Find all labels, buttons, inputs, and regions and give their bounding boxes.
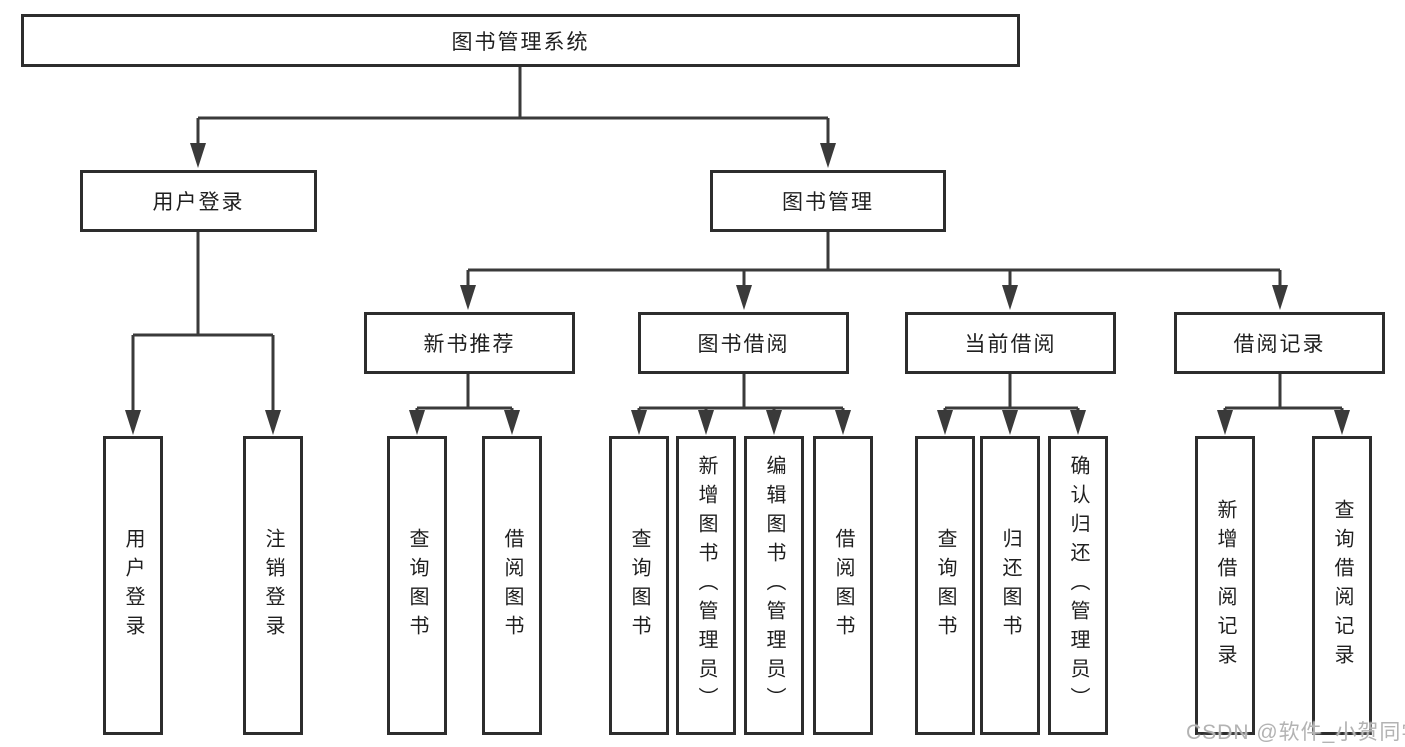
leaf-confirm-return-admin-label: 确认归还（管理员） bbox=[1067, 455, 1089, 716]
leaf-add-books-admin-label: 新增图书（管理员） bbox=[695, 455, 717, 716]
leaf-query-books-current-label: 查询图书 bbox=[934, 527, 956, 644]
leaf-logout-label: 注销登录 bbox=[262, 527, 284, 644]
leaf-confirm-return-admin: 确认归还（管理员） bbox=[1048, 436, 1108, 735]
arrowhead-down-icons bbox=[125, 143, 1350, 435]
leaf-borrow-books-label: 借阅图书 bbox=[832, 527, 854, 644]
leaf-edit-books-admin: 编辑图书（管理员） bbox=[744, 436, 804, 735]
node-library-system: 图书管理系统 bbox=[21, 14, 1020, 67]
leaf-add-books-admin: 新增图书（管理员） bbox=[676, 436, 736, 735]
node-new-book-recommend-label: 新书推荐 bbox=[423, 333, 516, 356]
leaf-query-books-recommend-label: 查询图书 bbox=[406, 527, 428, 644]
leaf-add-borrow-record: 新增借阅记录 bbox=[1195, 436, 1255, 735]
node-borrow-records-label: 借阅记录 bbox=[1233, 333, 1326, 356]
leaf-user-login: 用户登录 bbox=[103, 436, 163, 735]
node-book-management: 图书管理 bbox=[710, 170, 946, 232]
node-current-borrow-label: 当前借阅 bbox=[964, 333, 1057, 356]
node-library-system-label: 图书管理系统 bbox=[451, 30, 590, 54]
node-borrow-records: 借阅记录 bbox=[1174, 312, 1385, 374]
leaf-query-books-recommend: 查询图书 bbox=[387, 436, 447, 735]
node-current-borrow: 当前借阅 bbox=[905, 312, 1116, 374]
node-user-login: 用户登录 bbox=[80, 170, 317, 232]
leaf-borrow-books-recommend: 借阅图书 bbox=[482, 436, 542, 735]
leaf-return-books-label: 归还图书 bbox=[999, 527, 1021, 644]
leaf-query-books-current: 查询图书 bbox=[915, 436, 975, 735]
leaf-add-borrow-record-label: 新增借阅记录 bbox=[1214, 498, 1236, 673]
leaf-borrow-books-recommend-label: 借阅图书 bbox=[501, 527, 523, 644]
node-book-management-label: 图书管理 bbox=[782, 191, 874, 214]
leaf-query-borrow-record: 查询借阅记录 bbox=[1312, 436, 1372, 735]
node-book-borrow-label: 图书借阅 bbox=[697, 333, 790, 356]
node-new-book-recommend: 新书推荐 bbox=[364, 312, 575, 374]
leaf-logout: 注销登录 bbox=[243, 436, 303, 735]
leaf-edit-books-admin-label: 编辑图书（管理员） bbox=[763, 455, 785, 716]
leaf-user-login-label: 用户登录 bbox=[122, 527, 144, 644]
node-user-login-label: 用户登录 bbox=[152, 191, 245, 214]
node-book-borrow: 图书借阅 bbox=[638, 312, 849, 374]
csdn-watermark: CSDN @软件_小贺同学 bbox=[1186, 721, 1405, 744]
leaf-query-borrow-record-label: 查询借阅记录 bbox=[1331, 498, 1353, 673]
leaf-query-books-borrow-label: 查询图书 bbox=[628, 527, 650, 644]
leaf-borrow-books: 借阅图书 bbox=[813, 436, 873, 735]
leaf-return-books: 归还图书 bbox=[980, 436, 1040, 735]
leaf-query-books-borrow: 查询图书 bbox=[609, 436, 669, 735]
